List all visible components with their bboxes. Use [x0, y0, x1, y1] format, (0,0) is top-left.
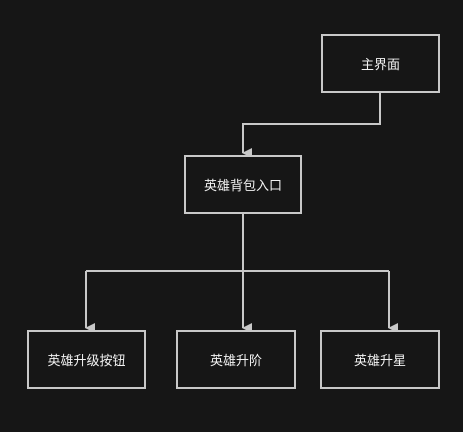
node-hero-star-up: 英雄升星	[320, 330, 440, 389]
node-hero-star-up-label: 英雄升星	[353, 354, 406, 369]
node-hero-bag-entry-label: 英雄背包入口	[203, 179, 282, 194]
node-hero-advance: 英雄升阶	[176, 330, 296, 389]
node-hero-bag-entry: 英雄背包入口	[184, 155, 302, 214]
node-main-screen-label: 主界面	[360, 58, 400, 73]
node-main-screen: 主界面	[321, 34, 440, 93]
node-hero-advance-label: 英雄升阶	[209, 354, 262, 369]
node-hero-upgrade-button: 英雄升级按钮	[27, 330, 146, 389]
node-hero-upgrade-button-label: 英雄升级按钮	[47, 354, 126, 369]
edge-main-to-entry	[242, 93, 381, 158]
